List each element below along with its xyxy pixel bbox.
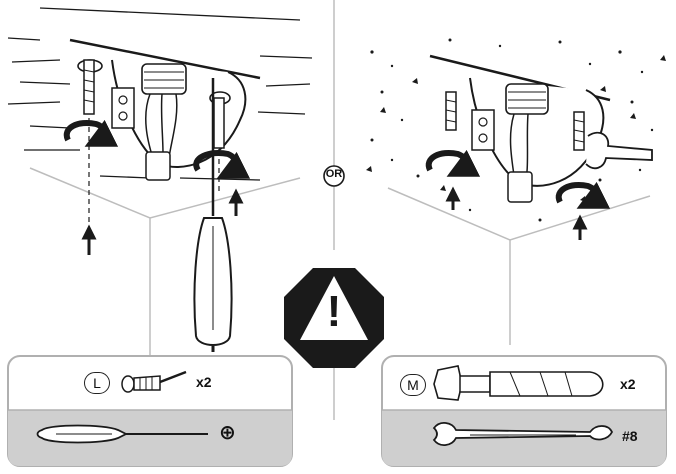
or-badge: [323, 165, 345, 187]
right-ceiling-scene: [366, 38, 666, 345]
right-kit-panel: [381, 355, 667, 467]
expansion-bolt-icon: [433, 365, 604, 401]
left-kit-panel: [7, 355, 293, 467]
wrench-size: #8: [622, 428, 638, 444]
left-quantity: x2: [196, 374, 212, 390]
phillips-screwdriver-icon: [36, 424, 208, 444]
phillips-symbol: ⊕: [219, 422, 236, 444]
right-part-letter: M: [400, 374, 426, 396]
or-label: OR: [325, 168, 343, 180]
wrench-icon: [432, 422, 614, 446]
warning-symbol: !: [326, 287, 342, 336]
left-part-letter: L: [84, 372, 110, 394]
plastic-anchor-screw-icon: [121, 370, 187, 393]
right-quantity: x2: [620, 376, 636, 392]
left-ceiling-scene: [7, 7, 313, 360]
warning-exclamation-icon: [284, 268, 384, 368]
